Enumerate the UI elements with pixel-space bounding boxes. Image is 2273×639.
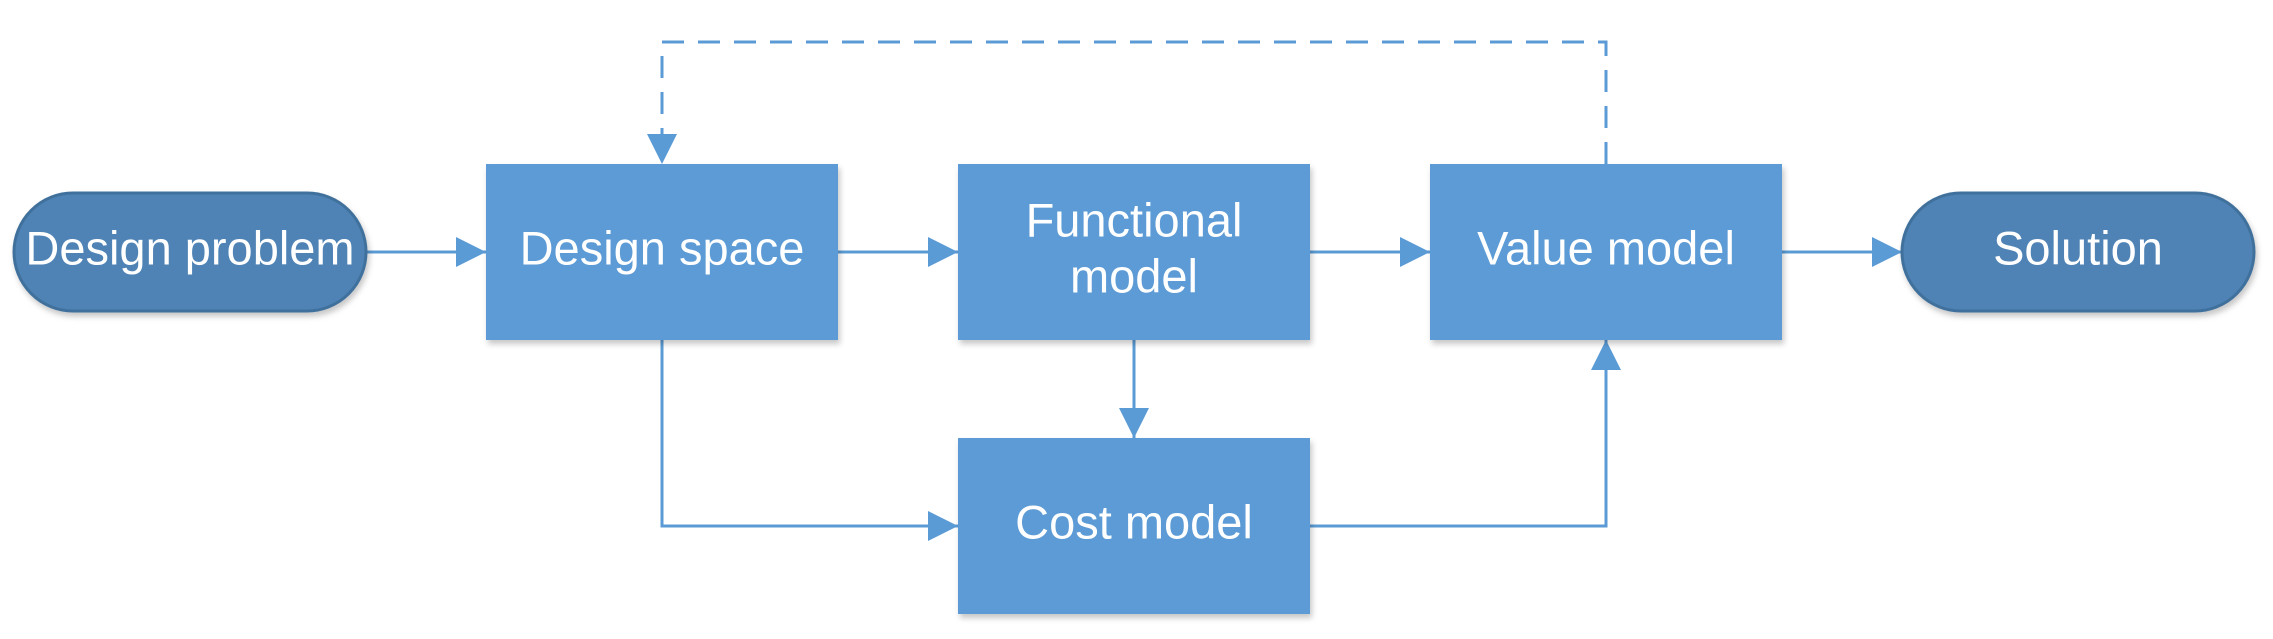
arrow-value-model-to-design-space [647,40,1608,164]
node-value-model: Value model [1430,164,1782,340]
node-label: Functional [1026,193,1243,246]
process-box [958,438,1310,614]
node-label: Design space [520,221,805,274]
node-design-space: Design space [486,164,838,340]
process-box [486,164,838,340]
process-box [1430,164,1782,340]
terminal-shape [1900,191,2256,313]
node-label: Design problem [25,221,354,274]
node-solution: Solution [1900,191,2256,313]
arrow-cost-model-to-value-model [1310,340,1621,528]
process-box [958,164,1310,340]
node-cost-model: Cost model [958,438,1310,614]
node-label: model [1070,249,1198,302]
connectors [366,40,1902,541]
terminal-shape [12,191,368,313]
node-label: Value model [1477,221,1735,274]
nodes: Design problem Design space Functionalmode… [12,164,2256,614]
node-label: Solution [1993,221,2163,274]
node-design-problem: Design problem [12,191,368,313]
arrow-design-space-to-cost-model [660,340,958,541]
node-label: Cost model [1015,495,1253,548]
